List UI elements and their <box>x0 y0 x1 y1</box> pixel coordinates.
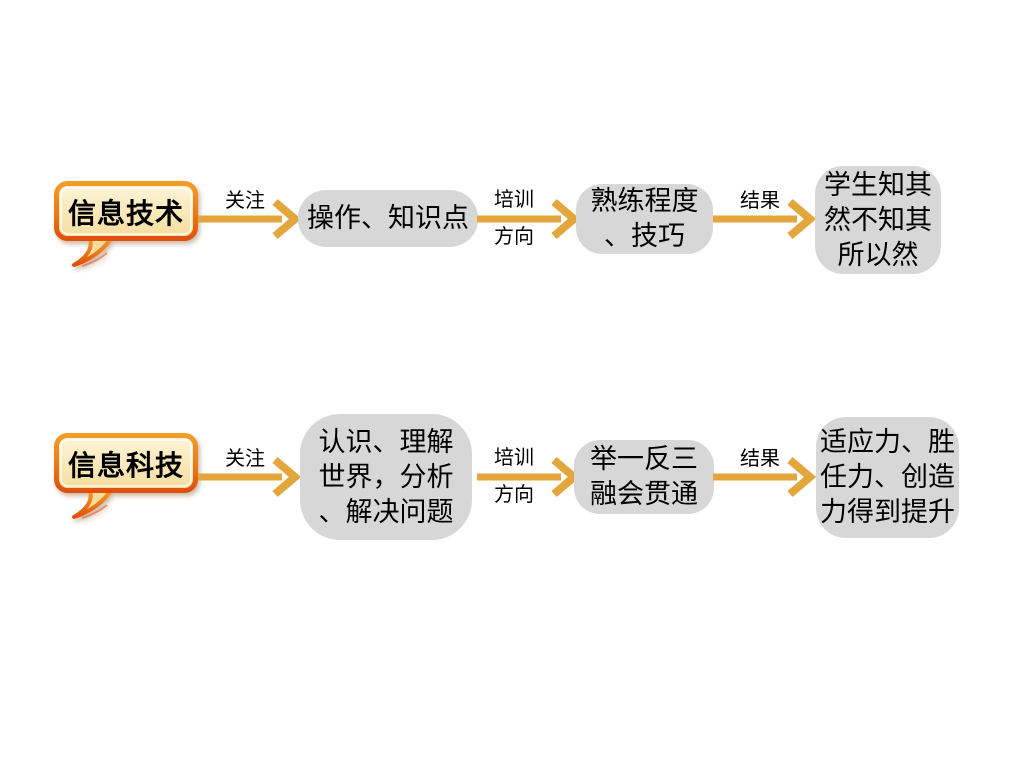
arrow-training-direction-row1: 培训 方向 <box>477 189 581 249</box>
speech-bubble-icon <box>54 181 198 267</box>
arrow-result-row1: 结果 <box>713 189 817 249</box>
callout-info-science-technology: 信息科技 <box>52 431 202 523</box>
arrow-focus-row1: 关注 <box>198 189 302 249</box>
callout-label: 信息技术 <box>67 198 184 229</box>
arrow-label-training-direction: 培训 方向 <box>494 189 534 248</box>
node-abilities-improved: 适应力、胜 任力、创造 力得到提升 <box>816 417 959 538</box>
arrow-label-training-direction: 培训 方向 <box>494 447 534 506</box>
node-label: 操作、知识点 <box>307 203 469 233</box>
arrow-label-focus: 关注 <box>225 448 265 470</box>
right-arrow-icon <box>198 198 302 240</box>
node-operations-knowledge: 操作、知识点 <box>298 190 478 247</box>
right-arrow-icon <box>713 456 817 498</box>
callout-info-technology: 信息技术 <box>52 179 202 271</box>
arrow-label-result: 结果 <box>740 190 780 212</box>
node-infer-and-integrate: 举一反三 融会贯通 <box>574 440 714 514</box>
right-arrow-icon <box>713 198 817 240</box>
arrow-label-result: 结果 <box>740 448 780 470</box>
node-understand-world-solve-problems: 认识、理解 世界，分析 、解决问题 <box>300 414 472 540</box>
callout-label: 信息科技 <box>67 450 184 481</box>
right-arrow-icon <box>198 456 302 498</box>
arrow-training-direction-row2: 培训 方向 <box>477 447 581 507</box>
node-proficiency-skills: 熟练程度 、技巧 <box>576 184 713 254</box>
arrow-focus-row2: 关注 <box>198 447 302 507</box>
arrow-label-focus: 关注 <box>225 190 265 212</box>
node-label: 举一反三 融会贯通 <box>590 444 698 509</box>
arrow-result-row2: 结果 <box>713 447 817 507</box>
node-know-what-not-why: 学生知其 然不知其 所以然 <box>815 166 941 274</box>
node-label: 熟练程度 、技巧 <box>590 186 699 251</box>
speech-bubble-icon <box>54 433 198 519</box>
node-label: 学生知其 然不知其 所以然 <box>824 169 932 270</box>
node-label: 适应力、胜 任力、创造 力得到提升 <box>820 427 955 527</box>
node-label: 认识、理解 世界，分析 、解决问题 <box>318 426 454 527</box>
right-arrow-icon <box>477 198 581 240</box>
